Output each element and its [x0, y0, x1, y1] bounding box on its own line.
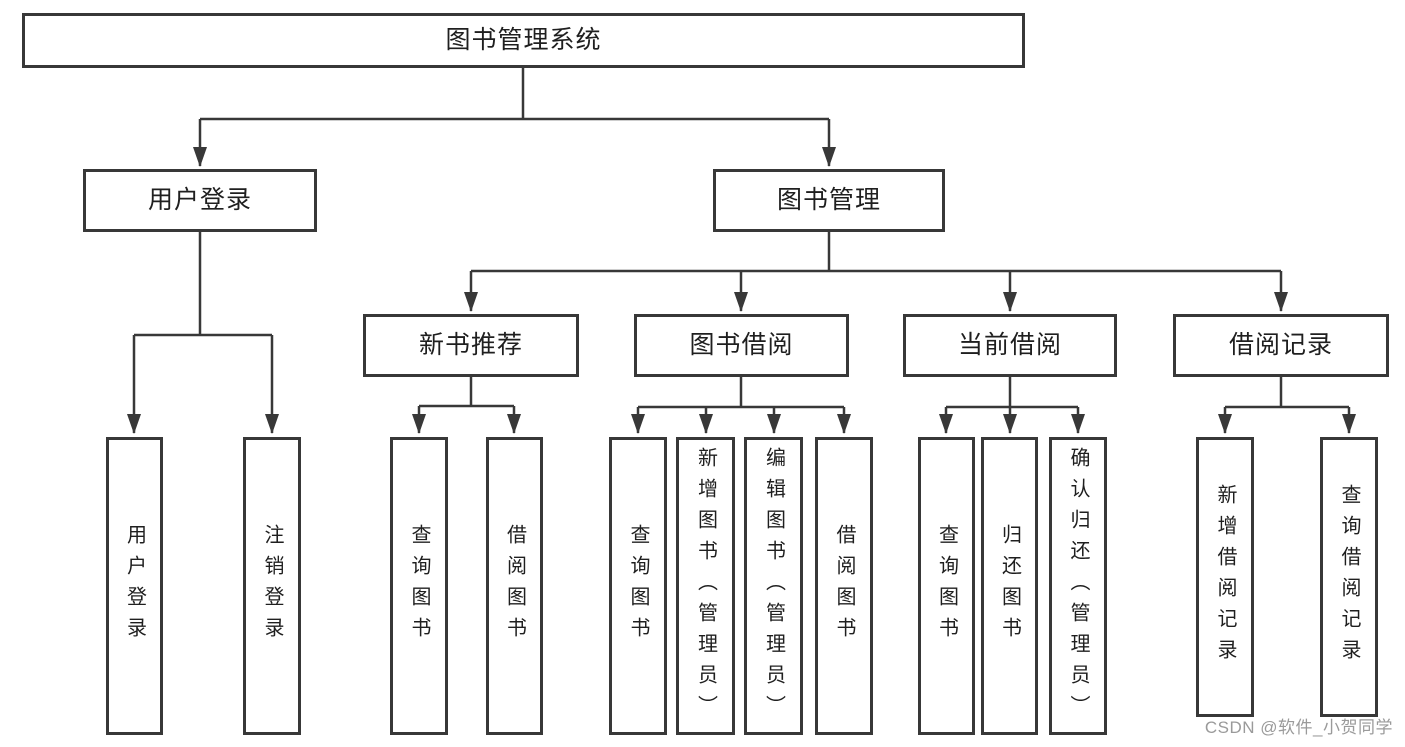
node-leaf-current-confirm-return-admin-label: 确认归还（管理员） — [1067, 446, 1089, 726]
csdn-watermark: CSDN @软件_小贺同学 — [1204, 718, 1393, 737]
node-user-login: 用户登录 — [83, 169, 317, 232]
node-leaf-borrow-query-books: 查询图书 — [609, 437, 667, 735]
node-user-login-label: 用户登录 — [147, 186, 252, 214]
node-new-book-recommend-label: 新书推荐 — [418, 331, 523, 359]
node-leaf-borrow-borrow-books: 借阅图书 — [815, 437, 873, 735]
edges-borrow-records-children — [1218, 377, 1356, 434]
edges-root-to-level2 — [193, 68, 836, 167]
node-leaf-recommend-borrow-books: 借阅图书 — [486, 437, 543, 735]
node-leaf-user-login: 用户登录 — [106, 437, 163, 735]
node-leaf-current-query-books: 查询图书 — [918, 437, 975, 735]
node-leaf-current-confirm-return-admin: 确认归还（管理员） — [1049, 437, 1107, 735]
node-root-label: 图书管理系统 — [445, 26, 602, 54]
node-leaf-user-login-label: 用户登录 — [123, 524, 146, 648]
node-leaf-logout-label: 注销登录 — [261, 524, 283, 648]
node-leaf-records-query-record: 查询借阅记录 — [1320, 437, 1378, 717]
edges-book-borrow-children — [631, 377, 851, 434]
node-leaf-borrow-add-books-admin: 新增图书（管理员） — [676, 437, 735, 735]
node-leaf-borrow-query-books-label: 查询图书 — [627, 524, 649, 648]
node-leaf-current-return-books-label: 归还图书 — [998, 524, 1021, 648]
node-borrow-records-label: 借阅记录 — [1228, 331, 1333, 359]
node-leaf-recommend-borrow-books-label: 借阅图书 — [503, 524, 526, 648]
node-leaf-records-add-record: 新增借阅记录 — [1196, 437, 1254, 717]
node-current-borrow: 当前借阅 — [903, 314, 1117, 377]
edges-new-book-recommend-children — [412, 377, 521, 434]
node-leaf-borrow-borrow-books-label: 借阅图书 — [833, 524, 855, 648]
node-borrow-records: 借阅记录 — [1173, 314, 1389, 377]
node-leaf-borrow-edit-books-admin-label: 编辑图书（管理员） — [762, 446, 785, 726]
node-current-borrow-label: 当前借阅 — [957, 331, 1062, 359]
node-root-system: 图书管理系统 — [22, 13, 1025, 68]
node-leaf-borrow-add-books-admin-label: 新增图书（管理员） — [694, 446, 717, 726]
node-leaf-recommend-query-books: 查询图书 — [390, 437, 448, 735]
node-leaf-records-query-record-label: 查询借阅记录 — [1338, 484, 1360, 670]
node-leaf-borrow-edit-books-admin: 编辑图书（管理员） — [744, 437, 803, 735]
node-book-management-label: 图书管理 — [776, 186, 881, 214]
edges-current-borrow-children — [939, 377, 1085, 434]
node-book-borrow-label: 图书借阅 — [689, 331, 794, 359]
node-leaf-current-query-books-label: 查询图书 — [935, 524, 958, 648]
node-leaf-recommend-query-books-label: 查询图书 — [408, 524, 430, 648]
node-leaf-current-return-books: 归还图书 — [981, 437, 1038, 735]
node-leaf-logout: 注销登录 — [243, 437, 301, 735]
edges-book-management-to-level3 — [464, 232, 1288, 312]
node-new-book-recommend: 新书推荐 — [363, 314, 579, 377]
edges-user-login-children — [127, 232, 279, 434]
node-book-borrow: 图书借阅 — [634, 314, 849, 377]
node-book-management: 图书管理 — [713, 169, 945, 232]
node-leaf-records-add-record-label: 新增借阅记录 — [1214, 484, 1236, 670]
